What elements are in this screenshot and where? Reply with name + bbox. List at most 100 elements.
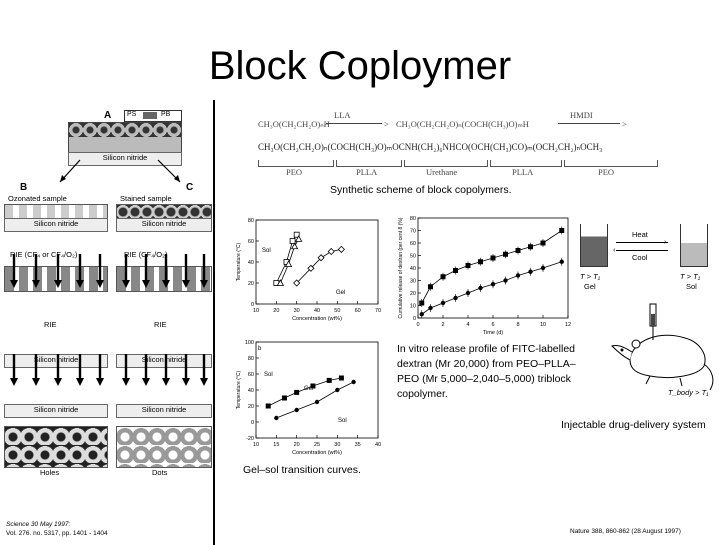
arrow-head-2: >	[622, 119, 627, 129]
gel-top-series-1-point-1	[284, 260, 293, 267]
release-xtick-label-3: 6	[491, 322, 494, 328]
gel-bottom-frame	[255, 341, 379, 439]
sol-state: Sol	[686, 282, 697, 291]
silicon-nitride-b1: Silicon nitride	[4, 218, 108, 232]
release-ytick-label-0: 80	[410, 216, 416, 222]
gel-condition: T > T₁	[580, 272, 601, 281]
rie-arrow-head-7	[162, 280, 170, 288]
dots-sample	[116, 426, 212, 468]
gel-bottom-xtick-label-6: 40	[375, 442, 381, 448]
vial-gel	[580, 224, 608, 267]
rie-arrow-head-1	[32, 280, 40, 288]
gel-bottom-ytick-label-5: 0	[251, 420, 254, 426]
gel-top-series-2-point-0	[293, 279, 301, 287]
rie-arrow-head-10	[10, 378, 18, 386]
gel-bottom-ytick-label-0: 100	[245, 340, 254, 346]
mouse-injection-illustration	[611, 303, 714, 391]
release-ytick-label-4: 40	[410, 266, 416, 272]
gel-bottom-series-1-point-4	[351, 379, 356, 385]
caption-injectable: Injectable drug-delivery system	[561, 419, 706, 431]
gel-bottom-ytick-label-6: -20	[246, 436, 254, 442]
gel-bottom-series-1-point-2	[314, 399, 320, 405]
gel-bottom-series-0-point-0	[265, 403, 271, 409]
heat-label: Heat	[632, 230, 648, 239]
release-xtick-label-2: 4	[466, 322, 469, 328]
gel-bottom-ytick-label-4: 20	[248, 404, 254, 410]
scheme-product: CH₃O(CH₂CH₂O)ₙ(COCH(CH₃)O)ₘOCNH(CH₂)₆NHC…	[258, 142, 603, 152]
gel-bottom-annotation-3: Sol	[338, 418, 347, 424]
arrow-head-1: >	[384, 119, 389, 129]
release-ytick-label-2: 60	[410, 241, 416, 247]
block-plla-2: PLLA	[512, 167, 534, 177]
sample-a-film	[68, 122, 182, 154]
gel-top-ytick-label-4: 0	[251, 302, 254, 308]
rie-arrow-head-8	[182, 280, 190, 288]
gel-bottom-series-0-point-2	[294, 389, 300, 395]
branch-arrows	[59, 159, 181, 183]
gel-bottom-series-0-point-4	[326, 377, 332, 383]
gel-bottom-annotation-2: Gel	[304, 386, 313, 392]
rie-arrow-head-2	[54, 280, 62, 288]
block-peo-2: PEO	[598, 167, 615, 177]
gel-bottom-xtick-label-2: 20	[294, 442, 300, 448]
gel-top-series-2-line	[296, 249, 342, 284]
release-xtick-label-5: 10	[540, 322, 546, 328]
gel-bottom-series-1-point-3	[335, 387, 340, 393]
gel-top-series-1-point-2	[290, 242, 299, 250]
scheme-intermediate: CH₃O(CH₂CH₂O)ₙ(COCH(CH₃)O)ₘH	[396, 119, 529, 129]
gel-bottom-xlabel: Concentration (wt%)	[292, 450, 342, 456]
reference-science-2: Vol. 276. no. 5317, pp. 1401 - 1404	[6, 530, 108, 537]
gel-bottom-series-1-point-0	[274, 415, 279, 421]
gel-top-ytick-label-3: 20	[248, 281, 254, 287]
gel-bottom-xtick-label-1: 15	[273, 442, 279, 448]
panel-a-label: A	[104, 110, 112, 121]
gel-state: Gel	[584, 282, 596, 291]
gel-top-xtick-label-4: 50	[334, 308, 340, 314]
gel-top-series-2-point-3	[327, 247, 335, 256]
bracket-plla-1	[336, 160, 402, 167]
gel-top-series-1-point-3	[295, 235, 303, 242]
release-xtick-label-4: 8	[516, 322, 519, 328]
gel-top-ytick-label-1: 60	[248, 239, 254, 245]
rie-arrow-head-0	[10, 280, 18, 288]
gel-bottom-annotation-1: Sol	[264, 372, 273, 378]
bracket-urethane	[404, 160, 488, 167]
gel-bottom-annotation-0: b	[258, 346, 262, 352]
silicon-nitride-c1: Silicon nitride	[116, 218, 212, 232]
bracket-peo-1	[258, 160, 334, 167]
block-brackets: PEO PLLA Urethane PLLA PEO	[258, 158, 658, 180]
caption-gelsol: Gel–sol transition curves.	[243, 464, 361, 476]
gel-bottom-series-0-point-1	[281, 395, 287, 401]
ps-pb-legend: PS PB	[124, 110, 182, 122]
gel-top-series-0-point-3	[293, 231, 300, 238]
etched-film-b	[4, 266, 108, 292]
gel-top-xlabel: Concentration (wt%)	[292, 316, 342, 322]
block-icon	[143, 112, 157, 119]
slide-title: Block Coploymer	[208, 44, 512, 88]
rie-arrow-head-17	[162, 378, 170, 386]
gel-top-annotation-0: Sol	[262, 248, 271, 254]
heat-arrow	[616, 242, 668, 243]
rie-arrow-head-13	[76, 378, 84, 386]
caption-synthetic: Synthetic scheme of block copolymers.	[330, 184, 512, 196]
ozonated-label: Ozonated sample	[8, 194, 67, 203]
gel-bottom-xtick-label-4: 30	[334, 442, 340, 448]
reagent-hmdi: HMDI	[570, 110, 593, 120]
rie-arrow-head-18	[182, 378, 190, 386]
rie-arrow-head-5	[122, 280, 130, 288]
release-ytick-label-5: 30	[410, 279, 416, 285]
gel-bottom-ytick-label-1: 80	[248, 356, 254, 362]
dots-label: Dots	[152, 468, 168, 477]
stained-label: Stained sample	[120, 194, 172, 203]
release-xtick-label-6: 12	[565, 322, 571, 328]
gel-bottom-xtick-label-5: 35	[355, 442, 361, 448]
release-ytick-label-7: 10	[410, 304, 416, 310]
mouse-condition: T_body > T₁	[668, 388, 709, 397]
gel-top-annotation-1: Gel	[336, 290, 345, 296]
rie-cf4-b: RIE (CF₄ or CF₄/O₂)	[10, 250, 78, 259]
gel-top-xtick-label-3: 40	[314, 308, 320, 314]
gel-bottom-xtick-label-0: 10	[253, 442, 259, 448]
